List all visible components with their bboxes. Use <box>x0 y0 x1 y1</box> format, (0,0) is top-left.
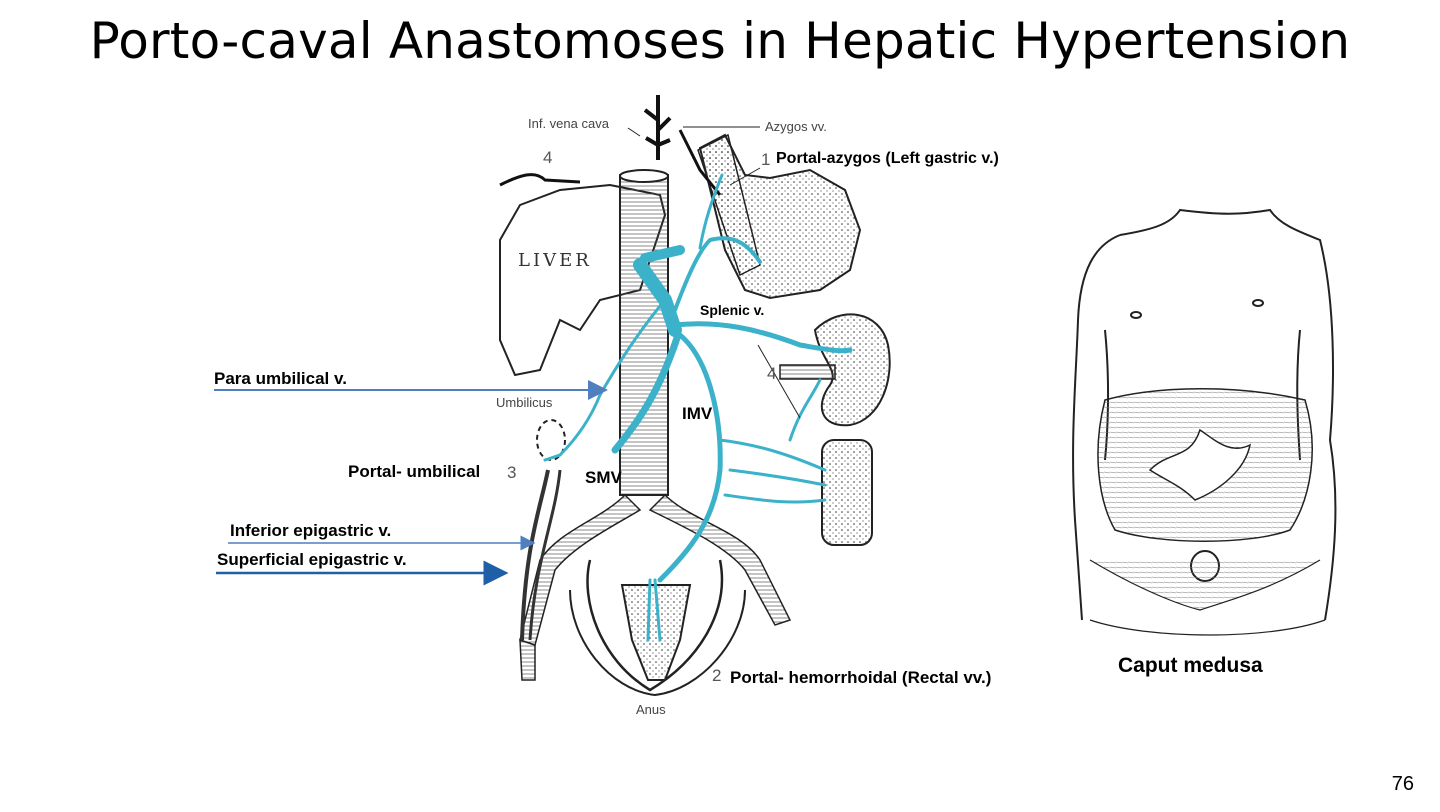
slide-title: Porto-caval Anastomoses in Hepatic Hyper… <box>89 12 1351 70</box>
inferior-vena-cava-shape <box>619 174 669 496</box>
inf-vena-cava-label: Inf. vena cava <box>528 116 609 131</box>
number-3: 3 <box>507 463 517 482</box>
colon-shape <box>821 439 873 546</box>
smv-label: SMV <box>585 468 622 487</box>
page-number: 76 <box>1391 773 1414 795</box>
number-2: 2 <box>712 666 722 685</box>
imv-shape <box>657 332 723 583</box>
caput-medusa-caption: Caput medusa <box>1118 654 1263 677</box>
number-1: 1 <box>761 150 771 169</box>
liver-label: LIVER <box>518 250 592 271</box>
smv-shape <box>611 331 682 454</box>
azygos-label: Azygos vv. <box>765 119 827 134</box>
anus-label: Anus <box>636 702 666 717</box>
caput-medusa-figure <box>1072 208 1337 636</box>
portal-azygos-label: Portal-azygos (Left gastric v.) <box>776 150 999 167</box>
number-4-top: 4 <box>543 148 553 167</box>
portal-hemorrhoidal-label: Portal- hemorrhoidal (Rectal vv.) <box>730 668 992 687</box>
splenic-vein-shape <box>672 321 853 354</box>
para-umbilical-label: Para umbilical v. <box>214 369 347 388</box>
portal-umbilical-label: Portal- umbilical <box>348 462 481 481</box>
inferior-epigastric-label: Inferior epigastric v. <box>230 521 392 540</box>
umbilicus-label: Umbilicus <box>496 395 553 410</box>
splenic-vein-label: Splenic v. <box>700 302 765 318</box>
imv-label: IMV <box>682 404 713 423</box>
superficial-epigastric-label: Superficial epigastric v. <box>217 550 407 569</box>
number-4-right: 4 <box>767 364 777 383</box>
